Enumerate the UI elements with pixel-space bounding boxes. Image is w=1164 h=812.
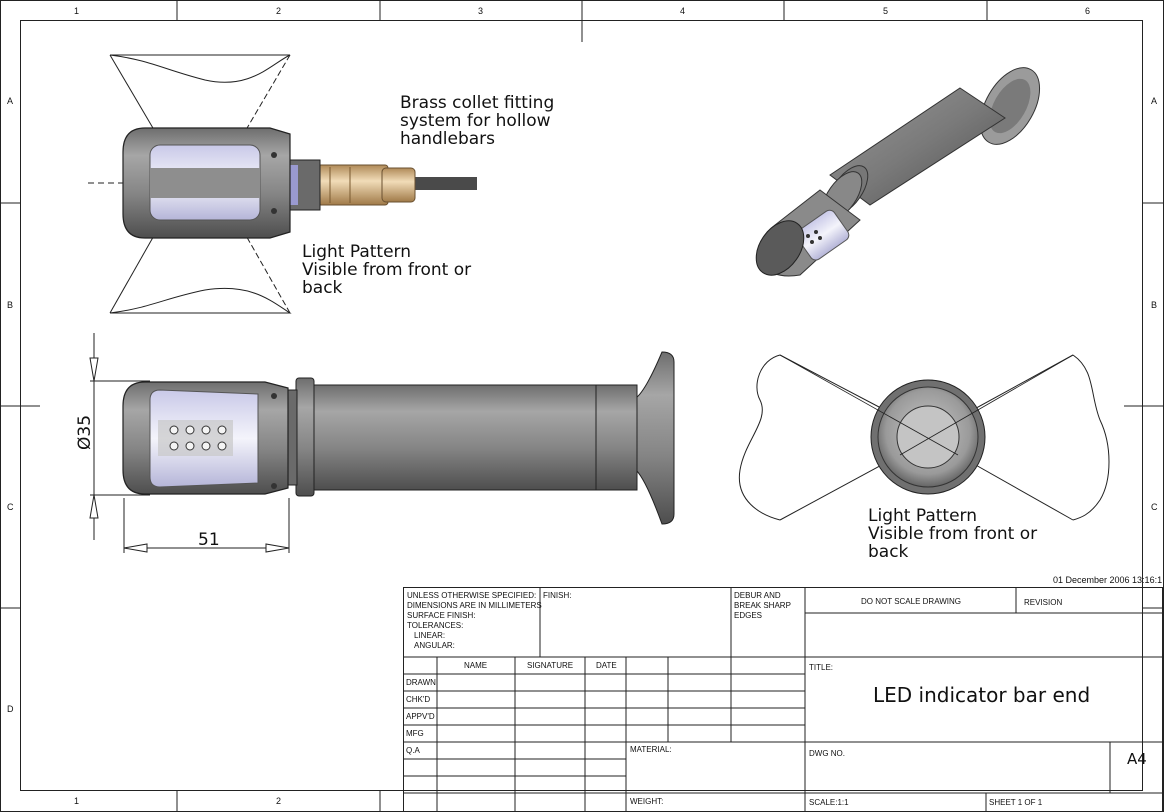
callout-light-right-3: back [868,542,909,562]
tb-unless-3: SURFACE FINISH: [407,611,476,620]
tb-unless-4: TOLERANCES: [407,621,464,630]
svg-text:A: A [7,96,13,106]
svg-text:2: 2 [276,796,281,806]
handlebar-rod [400,177,477,190]
drawing-title: LED indicator bar end [873,683,1091,707]
callout-light-top-1: Light Pattern [302,242,411,262]
tb-material: MATERIAL: [630,745,672,754]
tb-col-date: DATE [596,661,617,670]
tb-weight: WEIGHT: [630,797,664,806]
end-view [738,354,1110,521]
title-block-grid [403,587,1163,812]
callout-collet-2: system for hollow [400,111,551,131]
tb-row-appvd: APPV'D [406,712,435,721]
tb-row-chkd: CHK'D [406,695,431,704]
tb-unless-5: LINEAR: [414,631,446,640]
tb-unless-6: ANGULAR: [414,641,455,650]
svg-text:1: 1 [74,796,79,806]
callout-light-top-3: back [302,278,343,298]
callout-light-top-2: Visible from front or [302,260,471,280]
svg-text:B: B [7,300,13,310]
svg-text:5: 5 [883,6,888,16]
svg-text:A: A [1151,96,1157,106]
callout-collet-1: Brass collet fitting [400,93,554,113]
svg-text:4: 4 [680,6,685,16]
side-section-view [88,54,477,314]
svg-text:C: C [7,502,14,512]
tb-row-qa: Q.A [406,746,420,755]
tb-do-not-scale: DO NOT SCALE DRAWING [861,597,962,606]
svg-text:2: 2 [276,6,281,16]
tb-title-label: TITLE: [809,663,834,672]
svg-text:1: 1 [74,6,79,16]
diameter-dimension: Ø35 [75,415,95,450]
tb-debur-3: EDGES [734,611,763,620]
handlebar-break-top [109,54,291,83]
tb-debur-2: BREAK SHARP [734,601,791,610]
tb-col-name: NAME [464,661,488,670]
dimension-lines [89,333,290,553]
timestamp: 01 December 2006 13:16:1 [1053,575,1163,585]
callout-light-right-2: Visible from front or [868,524,1037,544]
tb-row-mfg: MFG [406,729,424,738]
tb-sheet: SHEET 1 OF 1 [989,798,1043,807]
sheet-size: A4 [1127,750,1147,768]
handlebar-break-bottom [109,287,292,314]
length-dimension: 51 [198,530,220,550]
callout-light-right-1: Light Pattern [868,506,977,526]
tb-revision: REVISION [1024,598,1063,607]
tb-col-signature: SIGNATURE [527,661,574,670]
tb-debur-1: DEBUR AND [734,591,781,600]
tb-row-drawn: DRAWN [406,678,436,687]
tb-dwg-no: DWG NO. [809,749,845,758]
side-view [122,351,675,525]
tb-finish: FINISH: [543,591,572,600]
tb-scale: SCALE:1:1 [809,798,849,807]
isometric-view [755,67,1041,277]
svg-text:3: 3 [478,6,483,16]
callout-collet-3: handlebars [400,129,495,149]
svg-text:6: 6 [1085,6,1090,16]
svg-text:D: D [7,704,14,714]
svg-text:B: B [1151,300,1157,310]
svg-text:C: C [1151,502,1158,512]
zone-labels: 1 2 3 4 5 6 1 2 A B C D A B C [7,6,1158,806]
brass-collet [317,164,389,206]
tb-unless-2: DIMENSIONS ARE IN MILLIMETERS [407,601,542,610]
tb-unless-1: UNLESS OTHERWISE SPECIFIED: [407,591,537,600]
